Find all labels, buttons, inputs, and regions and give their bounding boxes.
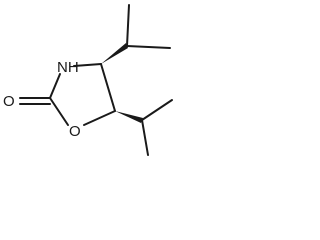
bond-upper-isopropyl-methyl-right: [126, 45, 171, 49]
wedge-bond-c5-isopropyl: [115, 111, 143, 123]
atom-label-nh: NH: [57, 59, 79, 76]
bond-c5-ring-o: [83, 110, 116, 126]
bond-lower-isopropyl-methyl-up: [141, 99, 173, 121]
atom-label-ring-o: O: [69, 123, 81, 140]
bond-c4-c5: [100, 63, 116, 112]
wedge-bond-c4-isopropyl: [101, 43, 128, 64]
bond-upper-isopropyl-methyl-top: [126, 4, 130, 47]
bond-c2-nh: [49, 73, 61, 99]
bond-lower-isopropyl-methyl-down: [141, 119, 149, 156]
bond-ring-o-c2: [49, 97, 69, 126]
molecule-structure: NH O O: [3, 4, 173, 156]
bond-nh-c4: [73, 63, 102, 67]
atom-label-carbonyl-o: O: [3, 93, 15, 110]
